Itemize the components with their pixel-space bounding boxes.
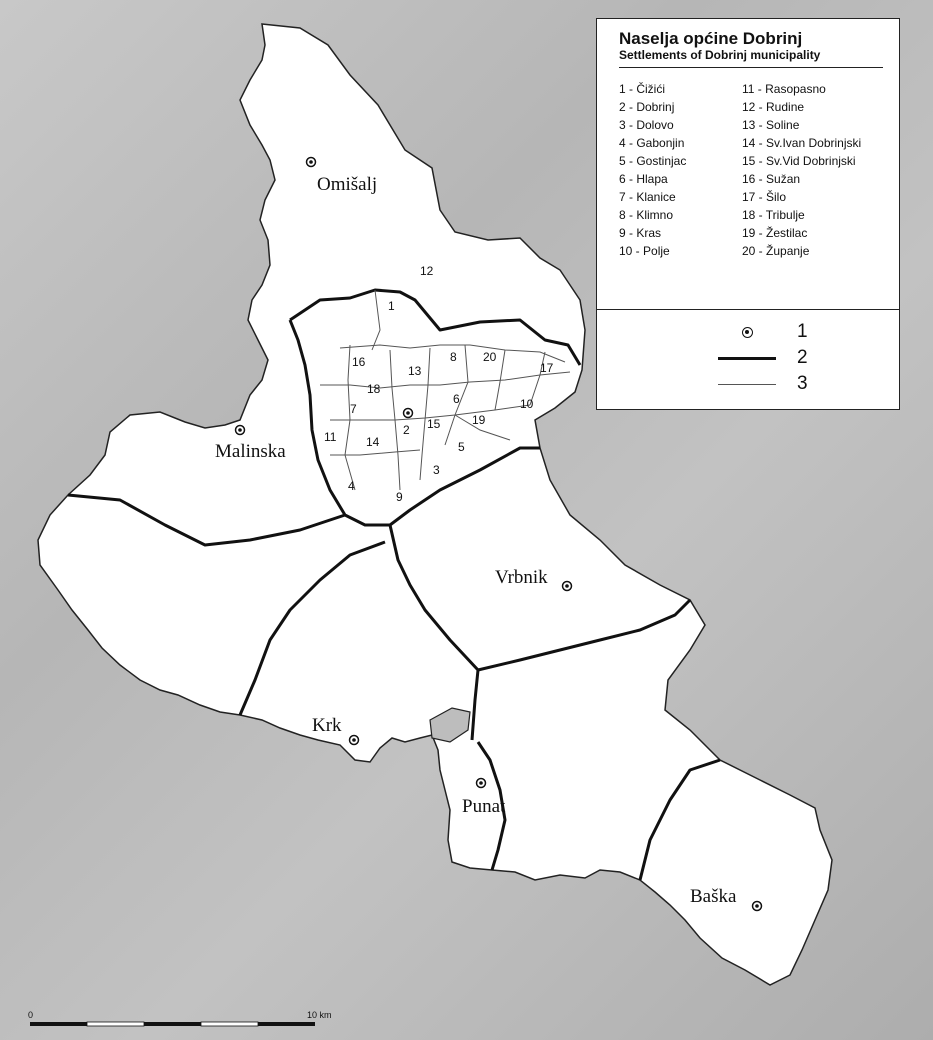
settlement-entry: 4 - Gabonjin — [619, 136, 685, 150]
settlement-entry: 2 - Dobrinj — [619, 100, 675, 114]
area-numbers: 1 2 3 4 5 6 7 8 9 10 11 12 13 14 15 16 1… — [324, 264, 554, 504]
area-number: 17 — [540, 361, 554, 375]
area-number: 11 — [324, 430, 337, 444]
settlement-entry: 9 - Kras — [619, 226, 662, 240]
area-number: 4 — [348, 479, 355, 493]
area-number: 8 — [450, 350, 457, 364]
island-outline — [37, 23, 833, 986]
settlement-entry: 18 - Tribulje — [742, 208, 805, 222]
legend-key-number: 3 — [797, 373, 808, 394]
area-number: 7 — [350, 402, 357, 416]
thick-boundary-line-icon — [718, 356, 776, 360]
area-number: 2 — [403, 423, 410, 437]
area-number: 16 — [352, 355, 366, 369]
settlement-entry: 20 - Županje — [742, 244, 810, 258]
area-number: 1 — [388, 299, 395, 313]
scale-bar: 0 10 km — [28, 1010, 332, 1027]
vrbnik-dot-icon — [561, 580, 573, 592]
settlement-column-right: 11 - Rasopasno 12 - Rudine 13 - Soline 1… — [742, 80, 861, 260]
islet — [429, 707, 471, 743]
thin-boundary-line-icon — [718, 383, 776, 385]
town-label-omisalj: Omišalj — [317, 174, 377, 195]
settlement-entry: 19 - Žestilac — [742, 226, 808, 240]
settlement-dot-icon — [741, 326, 753, 338]
town-label-punat: Punat — [462, 796, 506, 817]
settlement-entry: 6 - Hlapa — [619, 172, 668, 186]
legend-keys: 1 2 3 — [717, 319, 877, 397]
scale-end-label: 10 km — [307, 1010, 332, 1020]
area-number: 9 — [396, 490, 403, 504]
legend-key-row: 3 — [717, 371, 877, 397]
area-number: 15 — [427, 417, 441, 431]
baska-dot-icon — [751, 900, 763, 912]
area-number: 14 — [366, 435, 380, 449]
legend-subtitle: Settlements of Dobrinj municipality — [619, 48, 883, 68]
dobrinj-dot-icon — [402, 407, 414, 419]
omisalj-dot-icon — [305, 156, 317, 168]
area-number: 13 — [408, 364, 422, 378]
settlement-entry: 5 - Gostinjac — [619, 154, 687, 168]
town-label-baska: Baška — [690, 886, 737, 907]
area-number: 3 — [433, 463, 440, 477]
settlement-entry: 13 - Soline — [742, 118, 800, 132]
malinska-dot-icon — [234, 424, 246, 436]
settlement-entry: 8 - Klimno — [619, 208, 674, 222]
settlement-entry: 7 - Klanice — [619, 190, 676, 204]
krk-dot-icon — [348, 734, 360, 746]
area-number: 20 — [483, 350, 497, 364]
settlement-entry: 16 - Sužan — [742, 172, 801, 186]
legend-title: Naselja općine Dobrinj — [619, 29, 803, 48]
settlement-dots — [234, 156, 763, 912]
area-number: 10 — [520, 397, 534, 411]
legend-key-row: 1 — [717, 319, 877, 345]
settlement-entry: 15 - Sv.Vid Dobrinjski — [742, 154, 856, 168]
settlement-entry: 12 - Rudine — [742, 100, 805, 114]
scale-start-label: 0 — [28, 1010, 33, 1020]
legend-key-row: 2 — [717, 345, 877, 371]
settlement-list: 1 - Čižići 2 - Dobrinj 3 - Dolovo 4 - Ga… — [619, 80, 885, 260]
village-boundaries — [320, 289, 571, 491]
settlement-column-left: 1 - Čižići 2 - Dobrinj 3 - Dolovo 4 - Ga… — [619, 80, 742, 260]
settlement-entry: 17 - Šilo — [742, 190, 787, 204]
punat-dot-icon — [475, 777, 487, 789]
area-number: 5 — [458, 440, 465, 454]
settlement-entry: 10 - Polje — [619, 244, 670, 258]
legend-key-number: 1 — [797, 321, 808, 342]
legend-divider — [597, 309, 899, 310]
area-number: 18 — [367, 382, 381, 396]
area-number: 19 — [472, 413, 486, 427]
settlement-entry: 3 - Dolovo — [619, 118, 674, 132]
town-label-vrbnik: Vrbnik — [495, 567, 548, 588]
settlement-entry: 14 - Sv.Ivan Dobrinjski — [742, 136, 862, 150]
settlement-entry: 11 - Rasopasno — [742, 82, 826, 96]
town-label-krk: Krk — [312, 715, 342, 736]
area-number: 12 — [420, 264, 434, 278]
municipal-boundaries — [67, 288, 721, 881]
settlement-entry: 1 - Čižići — [619, 82, 666, 96]
town-label-malinska: Malinska — [215, 441, 286, 462]
area-number: 6 — [453, 392, 460, 406]
legend-key-number: 2 — [797, 347, 808, 368]
legend-box: Naselja općine Dobrinj Settlements of Do… — [596, 18, 900, 410]
